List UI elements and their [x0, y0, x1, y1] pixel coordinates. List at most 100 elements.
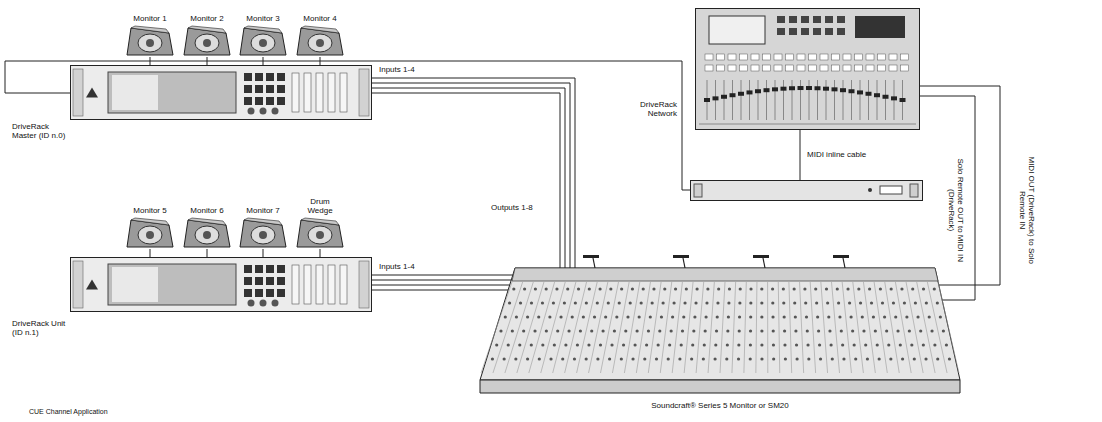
cable-label: Inputs 1-4 [378, 262, 416, 271]
unit-label: DriveRack Unit (ID n.1) [12, 319, 67, 337]
channel-knob [784, 357, 787, 360]
channel-knob [609, 287, 612, 290]
channel-knob [728, 287, 731, 290]
channel-knob [816, 315, 819, 318]
channel-knob [541, 343, 544, 346]
device-button [832, 54, 840, 60]
device-button [855, 65, 863, 71]
rack-button [255, 265, 263, 273]
rack-button [244, 97, 252, 105]
channel-knob [508, 301, 511, 304]
channel-knob [526, 357, 529, 360]
channel-knob [658, 329, 661, 332]
speaker-cone [308, 226, 332, 244]
channel-knob [671, 315, 674, 318]
channel-knob [561, 357, 564, 360]
channel-knob [945, 343, 948, 346]
wedge-icon [238, 217, 288, 249]
monitor-wedge: Monitor 3 [238, 14, 288, 57]
channel-strip [832, 282, 840, 373]
channel-knob [831, 357, 834, 360]
channel-knob [507, 343, 510, 346]
channel-knob [681, 329, 684, 332]
rack-button [266, 85, 274, 93]
speaker-dome [203, 231, 211, 239]
channel-knob [587, 343, 590, 346]
gooseneck-lamp [593, 258, 595, 268]
fader-cap [900, 98, 906, 102]
signal-cable [263, 249, 264, 257]
channel-knob [541, 301, 544, 304]
channel-knob [842, 357, 845, 360]
channel-knob [626, 315, 629, 318]
channel-knob [914, 301, 917, 304]
meter-strip [340, 73, 347, 112]
device-key [777, 16, 785, 23]
channel-strip [481, 282, 512, 373]
monitor-label: Monitor 4 [300, 14, 340, 23]
channel-knob [713, 357, 716, 360]
wire [150, 249, 151, 257]
lamp-head [583, 255, 599, 258]
note-label: MIDI inline cable [806, 150, 867, 159]
channel-knob [881, 301, 884, 304]
channel-knob [887, 343, 890, 346]
channel-knob [704, 329, 707, 332]
device-button [889, 54, 897, 60]
channel-knob [815, 301, 818, 304]
channel-knob [515, 315, 518, 318]
channel-knob [499, 329, 502, 332]
channel-strip [842, 282, 851, 373]
monitor-label: Monitor 2 [187, 14, 227, 23]
channel-knob [805, 315, 808, 318]
channel-knob [674, 287, 677, 290]
channel-knob [715, 329, 718, 332]
rack-button [277, 265, 285, 273]
wedge-icon [295, 25, 345, 57]
channel-knob [593, 315, 596, 318]
wedge-top [188, 218, 226, 225]
channel-knob [826, 301, 829, 304]
channel-knob [749, 315, 752, 318]
channel-knob [588, 287, 591, 290]
device-key [777, 28, 785, 35]
channel-knob [563, 301, 566, 304]
channel-strip [800, 282, 804, 373]
channel-knob [574, 301, 577, 304]
channel-knob [925, 301, 928, 304]
lcd-screen [108, 264, 236, 305]
rack-button [244, 289, 252, 297]
fader-cap [866, 92, 872, 96]
channel-knob [922, 343, 925, 346]
device-key [837, 16, 845, 23]
channel-knob [685, 287, 688, 290]
fader-cap [704, 98, 710, 102]
channel-knob [840, 329, 843, 332]
channel-knob [861, 315, 864, 318]
fader-cap [840, 88, 846, 92]
channel-knob [901, 357, 904, 360]
channel-knob [819, 357, 822, 360]
device-button [901, 65, 909, 71]
channel-knob [876, 343, 879, 346]
device-button [797, 65, 805, 71]
device-button [809, 54, 817, 60]
channel-knob [566, 287, 569, 290]
channel-knob [939, 315, 942, 318]
channel-knob [726, 329, 729, 332]
channel-strip [493, 282, 523, 373]
channel-knob [518, 343, 521, 346]
channel-knob [678, 357, 681, 360]
channel-knob [807, 357, 810, 360]
channel-knob [590, 329, 593, 332]
channel-knob [716, 315, 719, 318]
channel-strip [744, 282, 746, 373]
channel-knob [703, 343, 706, 346]
channel-knob [692, 329, 695, 332]
device-button [786, 54, 794, 60]
device-button [705, 54, 713, 60]
meter-bridge [512, 268, 938, 281]
channel-strip [553, 282, 576, 373]
device-key [789, 28, 797, 35]
channel-knob [772, 329, 775, 332]
